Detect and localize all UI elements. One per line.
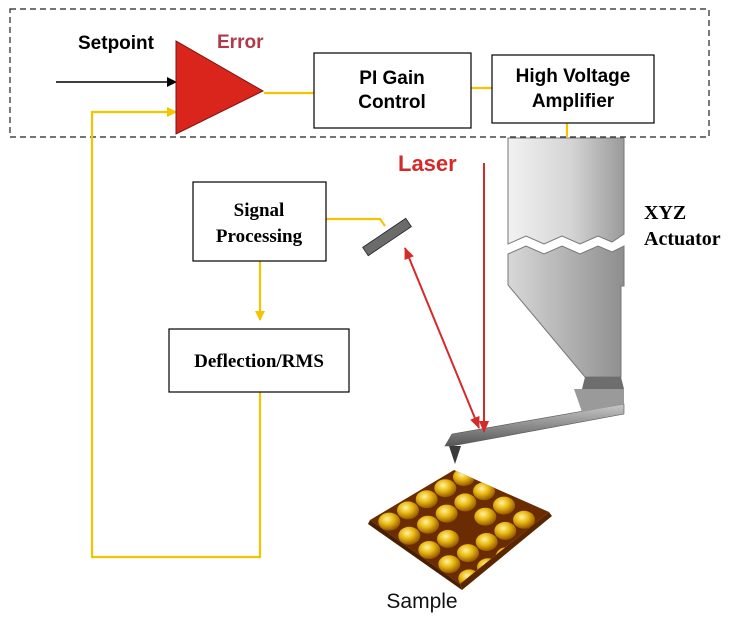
- cantilever-tip-icon: [444, 389, 625, 464]
- laser-beam: [404, 163, 489, 433]
- xyz-actuator-label-line2: Actuator: [644, 228, 721, 250]
- signal-processing-box: [192, 181, 327, 262]
- error-label: Error: [217, 32, 264, 53]
- high-voltage-amplifier-box: [491, 54, 655, 124]
- sample-bump: [397, 501, 419, 520]
- signal-wires: [90, 86, 569, 559]
- deflection-rms-label: Deflection/RMS: [194, 351, 324, 372]
- xyz-actuator-label-line1: XYZ: [644, 202, 686, 224]
- sample-bump: [418, 541, 441, 559]
- signal-processing-label-line2: Processing: [216, 226, 303, 247]
- signal-processing-label-line1: Signal: [234, 200, 285, 221]
- sample-bump: [513, 510, 535, 529]
- laser-label: Laser: [398, 151, 457, 176]
- pi-gain-label-line1: PI Gain: [359, 68, 424, 89]
- deflection-rms-box: [168, 328, 350, 393]
- sample-bump: [475, 533, 498, 551]
- sample-bump: [454, 493, 477, 512]
- controller-boundary: [9, 8, 710, 138]
- hva-label-line2: Amplifier: [532, 91, 615, 112]
- hva-label-line1: High Voltage: [516, 66, 631, 87]
- sample-bump: [437, 529, 459, 548]
- sample-bump: [473, 482, 495, 501]
- sample-bump: [438, 555, 461, 574]
- pi-gain-label-line2: Control: [358, 92, 426, 113]
- sample-bump: [434, 479, 457, 498]
- sample-bump: [453, 470, 475, 487]
- sample-bump: [493, 496, 515, 515]
- sample-bump: [435, 504, 458, 523]
- sample-bump: [415, 490, 438, 509]
- setpoint-label: Setpoint: [78, 33, 155, 54]
- photodetector-mirror-icon: [362, 217, 412, 257]
- sample-bump: [417, 515, 439, 534]
- sample-label: Sample: [386, 590, 457, 613]
- sample-bump: [398, 526, 421, 545]
- pi-gain-control-box: [313, 52, 472, 129]
- sample-bump: [378, 512, 401, 531]
- sample-bump: [457, 544, 479, 563]
- xyz-actuator: [507, 137, 625, 389]
- triangle-amplifier-icon: [175, 40, 265, 135]
- sample-bump: [494, 521, 517, 540]
- sample-surface-icon: [368, 470, 552, 590]
- sample-bump: [474, 507, 497, 526]
